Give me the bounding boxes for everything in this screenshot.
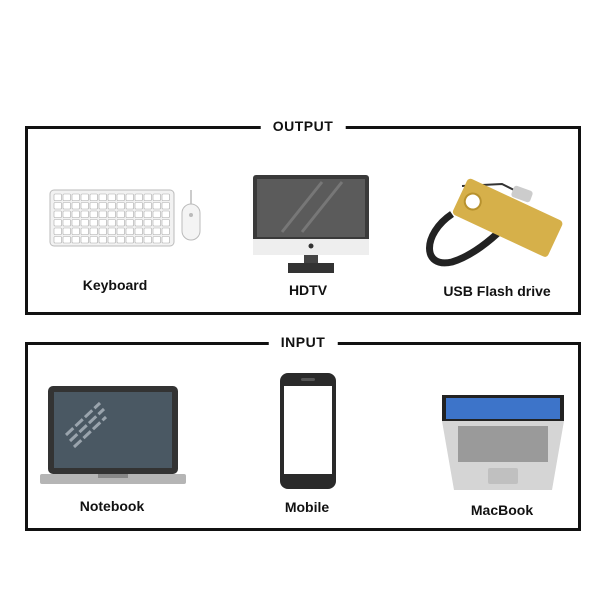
usb-label: USB Flash drive bbox=[443, 283, 551, 299]
keyboard-icon bbox=[49, 189, 201, 247]
monitor-icon bbox=[253, 175, 369, 273]
macbook-icon bbox=[442, 395, 564, 490]
notebook-label: Notebook bbox=[79, 498, 145, 514]
hdtv-label: HDTV bbox=[288, 282, 328, 298]
notebook-icon bbox=[40, 386, 186, 484]
mobile-label: Mobile bbox=[284, 499, 330, 515]
usb-drive-icon bbox=[426, 178, 563, 267]
macbook-label: MacBook bbox=[470, 502, 534, 518]
input-section: INPUT bbox=[25, 334, 581, 531]
output-section: OUTPUT bbox=[25, 118, 581, 315]
phone-icon bbox=[280, 373, 336, 489]
input-title: INPUT bbox=[268, 334, 338, 350]
output-title: OUTPUT bbox=[260, 118, 346, 134]
keyboard-label: Keyboard bbox=[82, 277, 148, 293]
